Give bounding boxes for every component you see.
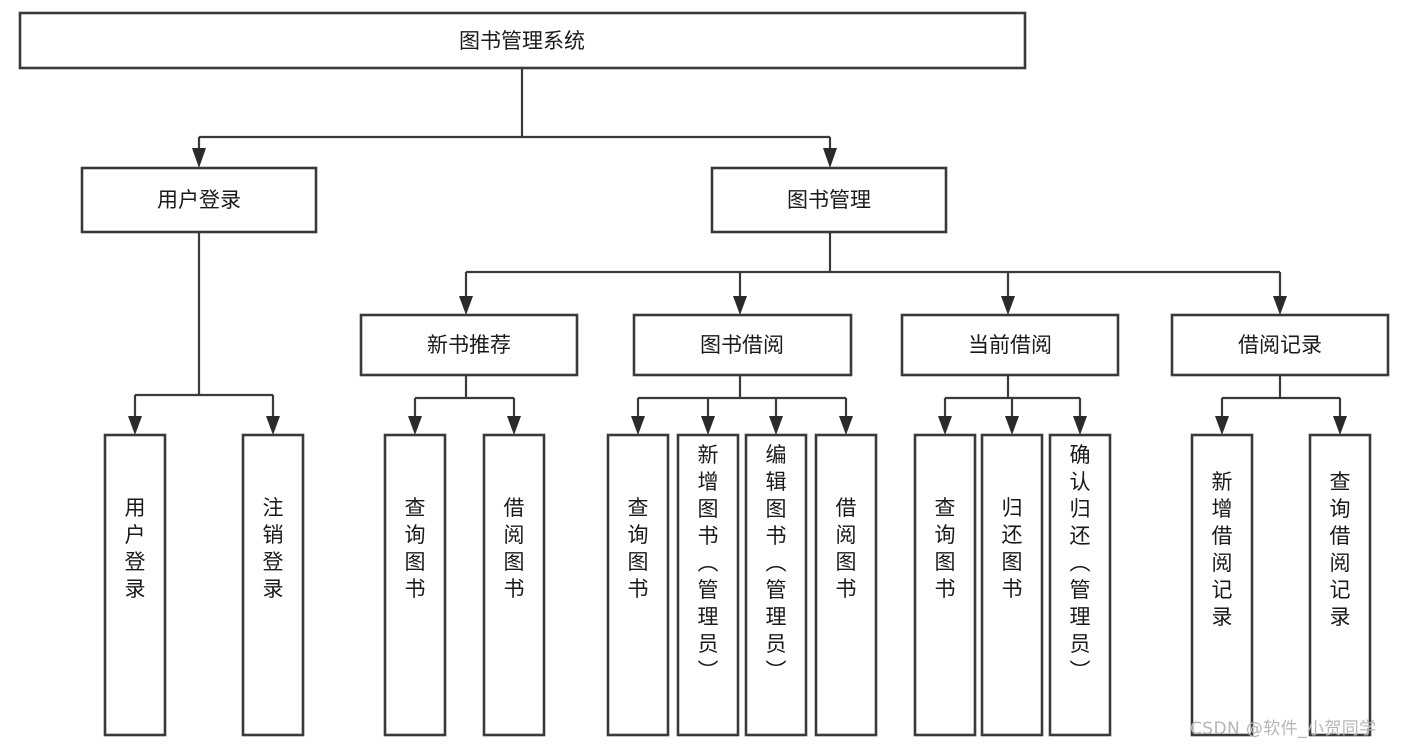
node-leaf-borrow-book-rec[interactable]: 借阅图书 bbox=[482, 433, 546, 737]
node-leaf-user-logout-label: 注销登录 bbox=[263, 496, 284, 601]
node-book-borrow[interactable]: 图书借阅 bbox=[632, 313, 853, 377]
node-leaf-query-book-borrow-label: 查询图书 bbox=[628, 496, 649, 601]
arrow-head-leaf-add-book-admin bbox=[701, 416, 715, 435]
node-leaf-query-book-cur-box[interactable] bbox=[913, 433, 977, 737]
arrow-head-leaf-query-borrow-record bbox=[1333, 416, 1347, 435]
node-leaf-edit-book-admin-box[interactable] bbox=[744, 433, 808, 737]
node-new-book-recommend-label: 新书推荐 bbox=[427, 333, 511, 357]
node-borrow-record-box[interactable] bbox=[1170, 313, 1390, 377]
connector-newbook-to-leaves bbox=[408, 375, 521, 435]
node-leaf-return-book[interactable]: 归还图书 bbox=[980, 433, 1044, 737]
node-new-book-recommend[interactable]: 新书推荐 bbox=[359, 313, 579, 377]
node-leaf-confirm-return-admin-box[interactable] bbox=[1048, 433, 1112, 737]
node-leaf-user-logout-box[interactable] bbox=[241, 433, 305, 737]
node-leaf-borrow-book-rec-box[interactable] bbox=[482, 433, 546, 737]
arrow-head-leaf-user-login bbox=[128, 416, 142, 435]
node-leaf-add-borrow-record-label: 新增借阅记录 bbox=[1212, 470, 1233, 629]
arrow-head-book-management bbox=[823, 148, 837, 168]
arrow-head-current-borrow bbox=[1001, 296, 1015, 315]
node-leaf-add-book-admin-label: 新增图书︵管理员︶ bbox=[698, 443, 719, 683]
node-leaf-query-book-cur[interactable]: 查询图书 bbox=[913, 433, 977, 737]
node-leaf-add-book-admin-box[interactable] bbox=[676, 433, 740, 737]
node-leaf-query-borrow-record[interactable]: 查询借阅记录 bbox=[1308, 433, 1372, 737]
connector-bookmgmt-to-level3 bbox=[459, 232, 1287, 315]
node-leaf-query-borrow-record-box[interactable] bbox=[1308, 433, 1372, 737]
connector-borrowrecord-to-leaves bbox=[1215, 375, 1347, 435]
node-leaf-edit-book-admin[interactable]: 编辑图书︵管理员︶ bbox=[744, 433, 808, 737]
connector-bookborrow-to-leaves bbox=[631, 375, 853, 435]
node-leaf-user-login[interactable]: 用户登录 bbox=[103, 433, 167, 737]
node-borrow-record[interactable]: 借阅记录 bbox=[1170, 313, 1390, 377]
arrow-head-leaf-return-book bbox=[1005, 416, 1019, 435]
arrow-head-leaf-query-book-rec bbox=[408, 416, 422, 435]
node-new-book-recommend-box[interactable] bbox=[359, 313, 579, 377]
node-book-borrow-box[interactable] bbox=[632, 313, 853, 377]
node-leaf-add-borrow-record[interactable]: 新增借阅记录 bbox=[1190, 433, 1254, 737]
arrow-head-user-login bbox=[192, 148, 206, 168]
connector-userlogin-to-leaves bbox=[128, 232, 280, 435]
node-root-label: 图书管理系统 bbox=[459, 29, 585, 53]
node-leaf-query-book-borrow-box[interactable] bbox=[606, 433, 670, 737]
arrow-head-new-book-recommend bbox=[459, 296, 473, 315]
node-leaf-confirm-return-admin-label: 确认归还︵管理员︶ bbox=[1070, 443, 1091, 683]
arrow-head-leaf-query-book-borrow bbox=[631, 416, 645, 435]
node-current-borrow-label: 当前借阅 bbox=[968, 333, 1052, 357]
arrow-head-leaf-borrow-book bbox=[839, 416, 853, 435]
node-leaf-query-book-rec-label: 查询图书 bbox=[405, 496, 426, 601]
node-leaf-borrow-book-rec-label: 借阅图书 bbox=[504, 496, 525, 601]
arrow-head-leaf-query-book-cur bbox=[938, 416, 952, 435]
arrow-head-leaf-borrow-book-rec bbox=[507, 416, 521, 435]
node-current-borrow[interactable]: 当前借阅 bbox=[900, 313, 1120, 377]
node-leaf-borrow-book-label: 借阅图书 bbox=[836, 496, 857, 601]
node-book-management-box[interactable] bbox=[710, 166, 948, 234]
node-user-login-box[interactable] bbox=[80, 166, 318, 234]
node-leaf-query-book-rec[interactable]: 查询图书 bbox=[383, 433, 447, 737]
node-root[interactable]: 图书管理系统 bbox=[18, 11, 1027, 70]
arrow-head-book-borrow bbox=[733, 296, 747, 315]
node-leaf-user-login-box[interactable] bbox=[103, 433, 167, 737]
node-leaf-borrow-book-box[interactable] bbox=[814, 433, 878, 737]
node-leaf-query-book-rec-box[interactable] bbox=[383, 433, 447, 737]
arrow-head-leaf-user-logout bbox=[266, 416, 280, 435]
csdn-watermark: CSDN @软件_小贺同学 bbox=[1190, 719, 1377, 739]
node-leaf-add-borrow-record-box[interactable] bbox=[1190, 433, 1254, 737]
node-book-management-label: 图书管理 bbox=[787, 188, 871, 212]
node-current-borrow-box[interactable] bbox=[900, 313, 1120, 377]
node-leaf-borrow-book[interactable]: 借阅图书 bbox=[814, 433, 878, 737]
connector-root-to-level2 bbox=[192, 68, 837, 168]
node-book-management[interactable]: 图书管理 bbox=[710, 166, 948, 234]
arrow-head-leaf-confirm-return-admin bbox=[1073, 416, 1087, 435]
arrow-head-leaf-add-borrow-record bbox=[1215, 416, 1229, 435]
node-leaf-query-book-borrow[interactable]: 查询图书 bbox=[606, 433, 670, 737]
node-user-login-label: 用户登录 bbox=[157, 188, 241, 212]
node-leaf-user-login-label: 用户登录 bbox=[125, 496, 146, 601]
node-leaf-user-logout[interactable]: 注销登录 bbox=[241, 433, 305, 737]
node-leaf-query-book-cur-label: 查询图书 bbox=[935, 496, 956, 601]
connector-currentborrow-to-leaves bbox=[938, 375, 1087, 435]
node-leaf-confirm-return-admin[interactable]: 确认归还︵管理员︶ bbox=[1048, 433, 1112, 737]
node-root-box[interactable] bbox=[18, 11, 1027, 70]
node-leaf-edit-book-admin-label: 编辑图书︵管理员︶ bbox=[766, 443, 787, 683]
arrow-head-borrow-record bbox=[1273, 296, 1287, 315]
node-book-borrow-label: 图书借阅 bbox=[700, 333, 784, 357]
node-leaf-query-borrow-record-label: 查询借阅记录 bbox=[1330, 470, 1351, 629]
node-leaf-return-book-label: 归还图书 bbox=[1002, 496, 1023, 601]
node-leaf-return-book-box[interactable] bbox=[980, 433, 1044, 737]
node-user-login[interactable]: 用户登录 bbox=[80, 166, 318, 234]
node-leaf-add-book-admin[interactable]: 新增图书︵管理员︶ bbox=[676, 433, 740, 737]
arrow-head-leaf-edit-book-admin bbox=[769, 416, 783, 435]
node-borrow-record-label: 借阅记录 bbox=[1238, 333, 1322, 357]
